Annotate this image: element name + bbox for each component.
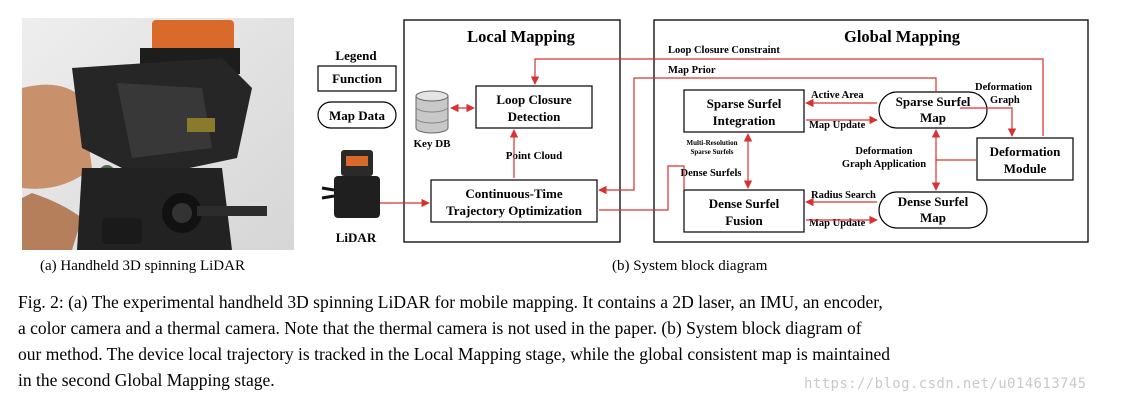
point-cloud-label: Point Cloud: [506, 150, 563, 162]
key-db-icon: [415, 90, 449, 134]
legend-function-label: Function: [332, 71, 383, 86]
loop-closure-line2: Detection: [508, 109, 561, 124]
dense-map-line2: Map: [920, 210, 946, 225]
system-block-diagram: Legend Function Map Data Local Mapping K…: [317, 19, 1089, 245]
watermark: https://blog.csdn.net/u014613745: [804, 376, 1087, 392]
lidar-device-photo: [22, 18, 294, 250]
local-mapping-title: Local Mapping: [467, 27, 575, 46]
sparse-integration-line1: Sparse Surfel: [707, 96, 782, 111]
deformation-graph-app-line2: Graph Application: [842, 159, 926, 170]
dense-fusion-line2: Fusion: [725, 213, 763, 228]
dense-surfels-label: Dense Surfels: [681, 168, 742, 179]
key-db-label: Key DB: [414, 138, 452, 150]
sparse-map-line2: Map: [920, 110, 946, 125]
loop-closure-constraint-label: Loop Closure Constraint: [668, 45, 780, 56]
ct-optimization-line2: Trajectory Optimization: [446, 203, 583, 218]
multi-resolution-line1: Multi-Resolution: [687, 139, 738, 147]
loop-closure-line1: Loop Closure: [496, 92, 571, 107]
dense-map-pill: [878, 191, 988, 229]
dense-map-line1: Dense Surfel: [898, 194, 969, 209]
map-update-label-2: Map Update: [809, 218, 866, 229]
figure-caption: Fig. 2: (a) The experimental handheld 3D…: [18, 289, 1098, 393]
caption-a: (a) Handheld 3D spinning LiDAR: [40, 258, 245, 274]
caption-b: (b) System block diagram: [612, 258, 768, 274]
deformation-graph-line1: Deformation: [975, 82, 1032, 93]
dense-fusion-box: [683, 189, 805, 233]
deformation-graph-app-line1: Deformation: [855, 146, 912, 157]
global-mapping-title: Global Mapping: [844, 27, 961, 46]
ct-optimization-line1: Continuous-Time: [465, 186, 563, 201]
flow-arrows: [380, 58, 1044, 225]
legend-title: Legend: [335, 48, 377, 63]
loop-closure-box: [475, 85, 593, 129]
global-mapping-panel: [653, 19, 1089, 243]
sparse-integration-line2: Integration: [713, 113, 777, 128]
ct-optimization-box: [430, 179, 598, 223]
sparse-map-line1: Sparse Surfel: [896, 94, 971, 109]
local-mapping-panel: [403, 19, 621, 243]
sparse-map-pill: [878, 91, 988, 129]
radius-search-label: Radius Search: [811, 190, 876, 201]
legend-mapdata-pill: [317, 101, 397, 129]
dense-fusion-line1: Dense Surfel: [709, 196, 780, 211]
legend-mapdata-label: Map Data: [329, 108, 385, 123]
deformation-module-line1: Deformation: [990, 144, 1062, 159]
active-area-label: Active Area: [811, 90, 864, 101]
deformation-graph-line2: Graph: [990, 95, 1020, 106]
caption-line: in the second Global Mapping stage.: [18, 370, 275, 390]
lidar-label: LiDAR: [336, 230, 377, 245]
caption-line: a color camera and a thermal camera. Not…: [18, 318, 862, 338]
sparse-integration-box: [683, 89, 805, 133]
caption-line: our method. The device local trajectory …: [18, 344, 890, 364]
legend-function-box: [317, 65, 397, 92]
caption-line: Fig. 2: (a) The experimental handheld 3D…: [18, 292, 883, 312]
deformation-module-box: [976, 137, 1074, 181]
multi-resolution-line2: Sparse Surfels: [691, 148, 734, 156]
lidar-sensor-icon: [321, 150, 380, 218]
deformation-module-line2: Module: [1004, 161, 1047, 176]
map-prior-label: Map Prior: [668, 65, 716, 76]
map-update-label-1: Map Update: [809, 120, 866, 131]
